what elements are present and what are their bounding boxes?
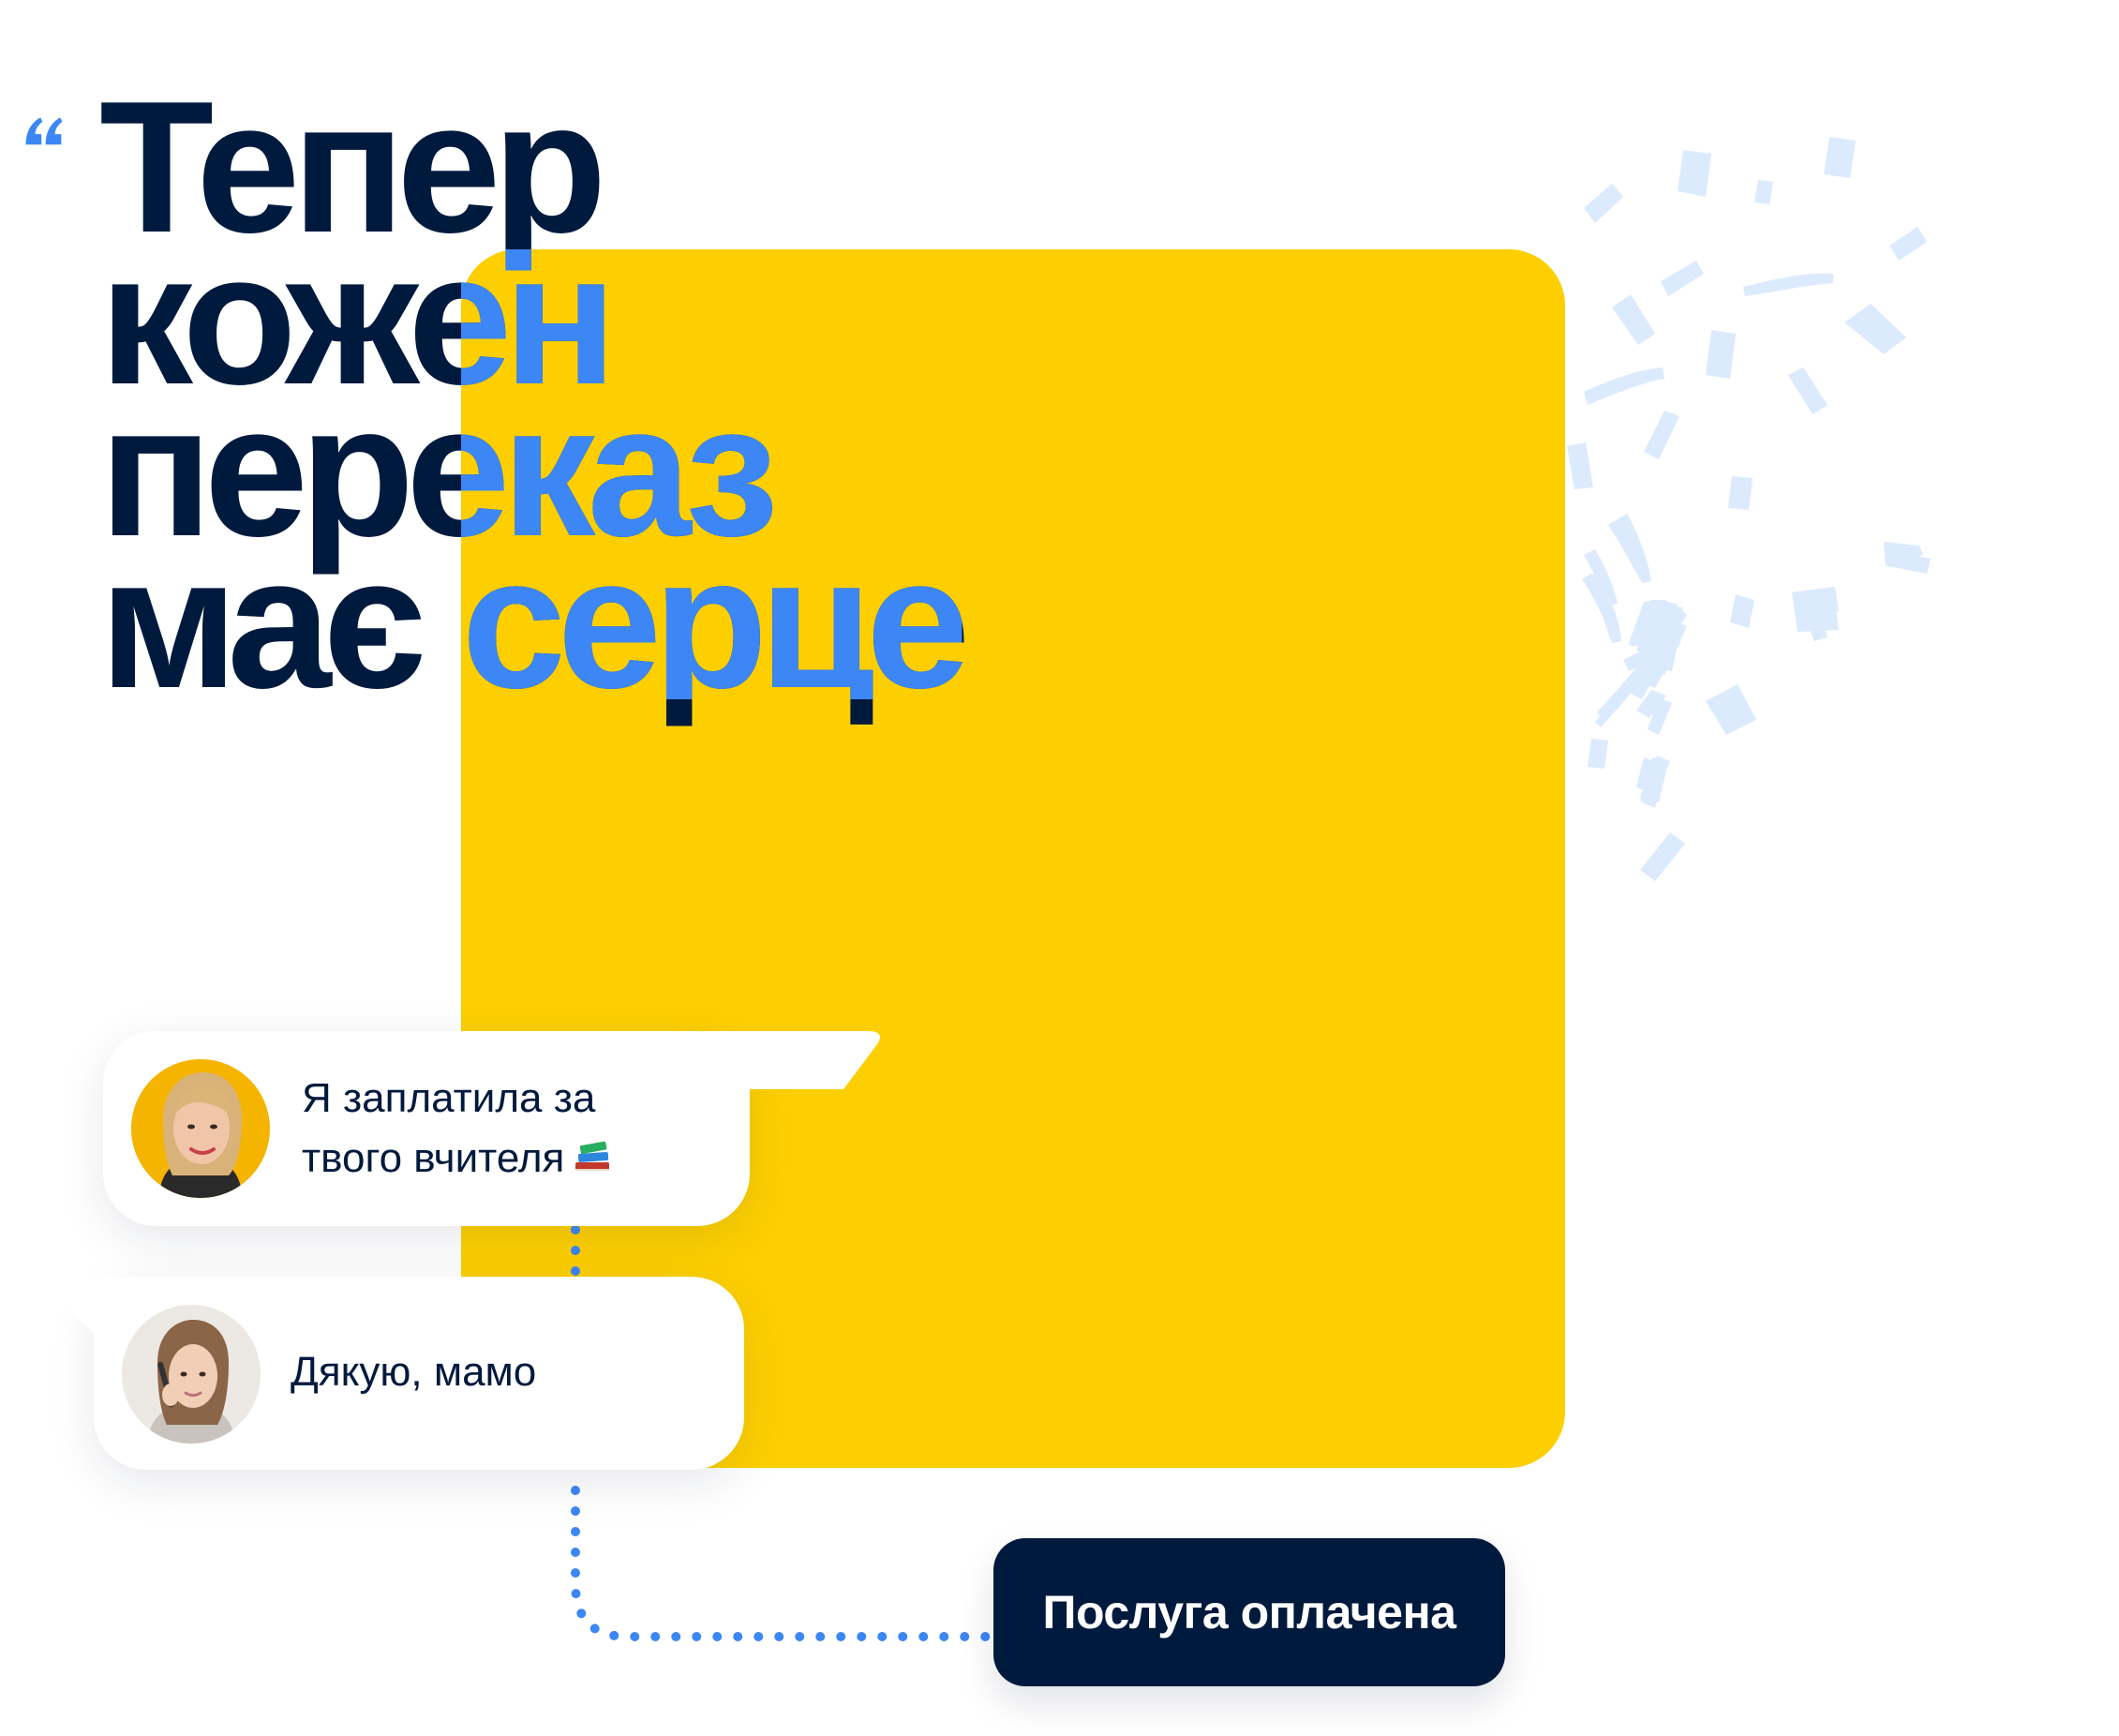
daughter-message: Дякую, мамо (291, 1349, 537, 1395)
status-badge-paid: Послуга оплачена (993, 1538, 1505, 1686)
quote-open-icon (25, 117, 63, 145)
headline-line-1: Тепер (99, 63, 607, 272)
headline-highlight-line-3: переказ (99, 367, 778, 576)
yellow-card (461, 249, 1565, 1468)
mom-message-line-1: Я заплатила за (302, 1075, 596, 1121)
headline-highlight: Тепер кожен переказ має серце (99, 215, 963, 727)
headline-text: Тепер кожен переказ має серце (99, 63, 970, 727)
headline-line-4: має серце (99, 518, 970, 727)
chat-bubble-daughter: Дякую, мамо (41, 1277, 744, 1470)
daughter-avatar (122, 1305, 261, 1444)
headline: Тепер кожен переказ має серце Тепер коже… (0, 0, 2119, 844)
headline-highlight-line-2: кожен (99, 215, 617, 424)
chat-bubble-mom: Я заплатила за твого вчителя (103, 1031, 880, 1226)
bubble-tail (41, 1277, 150, 1352)
status-label: Послуга оплачена (1042, 1586, 1456, 1639)
books-emoji-icon (575, 1141, 610, 1171)
headline-highlight-line-4: має серце (99, 518, 963, 727)
mom-message: Я заплатила за твого вчителя (302, 1069, 695, 1189)
mom-message-line-2: твого вчителя (302, 1135, 565, 1181)
headline-line-3: переказ (99, 367, 779, 576)
bubble-tail (703, 1031, 880, 1089)
headline-line-2: кожен (99, 215, 617, 424)
mom-avatar (131, 1059, 270, 1198)
